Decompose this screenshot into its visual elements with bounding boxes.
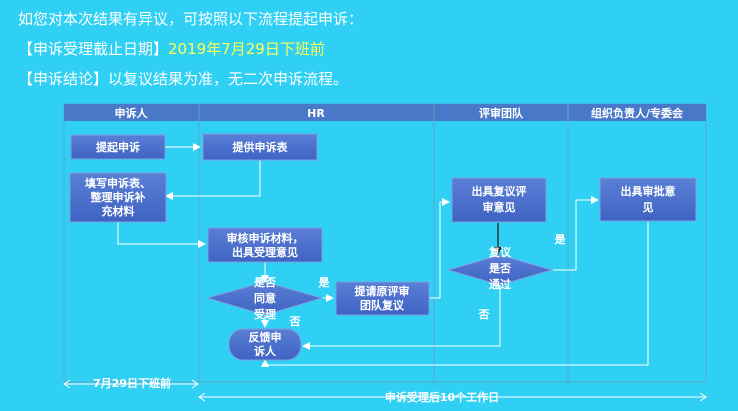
conclusion-line: 【申诉结论】以复议结果为准，无二次申诉流程。	[18, 68, 348, 89]
node-submit-appeal-text: 提起申诉	[96, 140, 140, 154]
node-submit-appeal	[70, 134, 166, 160]
lane-header-hr: HR	[307, 107, 325, 120]
intro-text: 如您对本次结果有异议，可按照以下流程提起申诉：	[18, 10, 364, 28]
node-request-rereview-text-1: 提请原评审	[355, 284, 410, 298]
conclusion-label: 【申诉结论】	[18, 70, 109, 88]
node-feedback-text-2: 诉人	[254, 344, 277, 358]
swimlane-frame	[63, 103, 707, 383]
arrow-n7-n8	[261, 220, 649, 367]
node-fill-form-text-1: 填写申诉表、	[85, 176, 151, 190]
decision-pass-text-1: 复议	[488, 245, 512, 259]
decision-pass	[446, 254, 554, 286]
node-approval-opinion-text-1: 出具审批意	[621, 184, 676, 198]
connectors	[117, 143, 649, 367]
label-yes-pass: 是	[554, 233, 567, 246]
decision-accept-text-3: 受理	[254, 307, 276, 321]
deadline-line: 【申诉受理截止日期】2019年7月29日下班前	[18, 38, 325, 59]
node-request-rereview	[335, 281, 430, 316]
arrow-d2-n7	[552, 196, 599, 271]
label-no-pass: 否	[478, 308, 490, 321]
deadline-value: 2019年7月29日下班前	[168, 40, 325, 58]
decision-pass-text-2: 是否	[488, 262, 511, 275]
node-feedback	[228, 328, 302, 361]
node-review-materials-text-1: 审核申诉材料，	[227, 231, 304, 245]
timeline	[63, 379, 707, 402]
timeline-left-label: 7月29日下班前	[93, 376, 171, 390]
node-rereview-opinion-text-2: 审意见	[483, 200, 516, 214]
deadline-label: 【申诉受理截止日期】	[18, 40, 169, 58]
intro-line: 如您对本次结果有异议，可按照以下流程提起申诉：	[18, 8, 363, 29]
lane-header-review-team: 评审团队	[479, 106, 524, 120]
node-review-materials	[207, 227, 323, 263]
node-request-rereview-text-2: 团队复议	[360, 298, 405, 312]
label-yes-accept: 是	[318, 276, 331, 289]
node-provide-form-text: 提供申诉表	[233, 140, 289, 154]
node-approval-opinion-text-2: 见	[643, 201, 654, 214]
decision-accept-text-2: 同意	[254, 291, 276, 305]
node-approval-opinion	[599, 177, 697, 222]
timeline-left-arrow-end	[191, 379, 199, 389]
timeline-left-arrow-start	[63, 379, 71, 389]
arrow-n3-n4	[117, 222, 206, 248]
decision-accept-text-1: 是否	[253, 276, 276, 289]
node-fill-form	[69, 172, 167, 223]
conclusion-value: 以复议结果为准，无二次申诉流程。	[108, 70, 349, 88]
arrow-d2-n8	[302, 285, 501, 350]
node-fill-form-text-3: 充材料	[102, 204, 135, 218]
lane-header-applicant: 申诉人	[115, 106, 149, 120]
node-review-materials-text-2: 出具受理意见	[232, 245, 298, 259]
timeline-right-label: 申诉受理后10个工作日	[385, 390, 499, 404]
decision-pass-text-3: 通过	[489, 277, 511, 291]
node-feedback-text-1: 反馈申	[249, 330, 282, 344]
node-fill-form-text-2: 整理申诉补	[90, 190, 146, 204]
arrow-n2-n3	[165, 160, 261, 200]
timeline-right-arrow-end	[699, 392, 707, 402]
label-no-accept: 否	[289, 315, 301, 328]
node-rereview-opinion	[451, 177, 547, 223]
decision-accept	[205, 281, 324, 316]
node-provide-form	[202, 133, 318, 161]
timeline-right-arrow-start	[198, 392, 206, 402]
lane-header-org-head: 组织负责人/专委会	[591, 106, 684, 120]
arrow-n5-n6	[429, 198, 450, 299]
node-rereview-opinion-text-1: 出具复议评	[472, 184, 527, 198]
